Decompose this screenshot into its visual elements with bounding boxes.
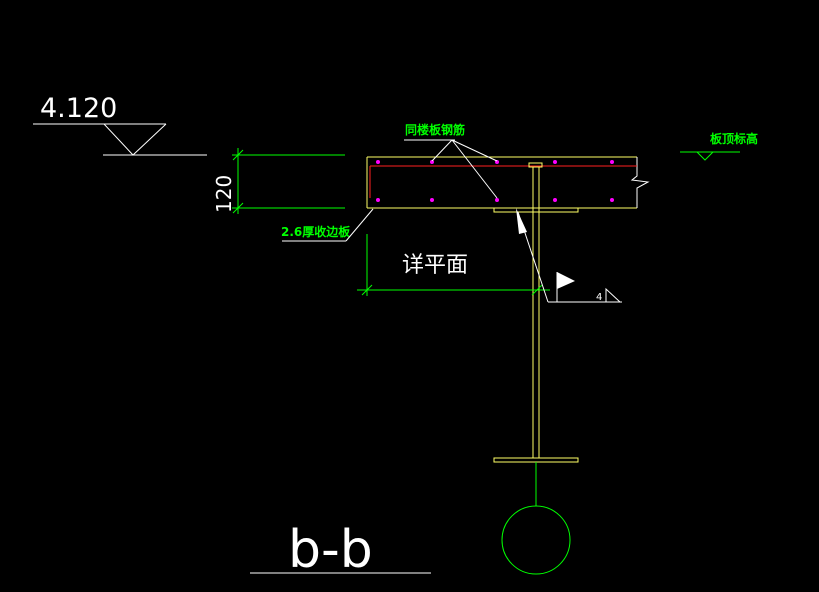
leader-line — [431, 139, 453, 162]
elevation-mark-left: 4.120 — [33, 93, 207, 156]
column-top-cap — [528, 162, 543, 168]
rebar-dot — [430, 198, 434, 202]
elevation-right-triangle-icon — [696, 151, 714, 161]
break-line-icon — [630, 157, 650, 208]
edge-plate-label: 2.6厚收边板 — [281, 224, 351, 239]
dim-tick-top — [232, 149, 244, 161]
column-base-plate — [493, 457, 579, 463]
fillet-weld-icon — [605, 287, 621, 303]
slab-top-elevation-label: 板顶标高 — [710, 131, 758, 146]
section-title: b-b — [288, 520, 373, 580]
see-plan-dimension: 详平面 — [357, 234, 550, 296]
dimension-value-text: 120 — [212, 175, 236, 213]
section-title-block: b-b — [250, 520, 431, 580]
steel-column — [493, 162, 579, 575]
axis-bubble — [501, 505, 571, 575]
elevation-mark-right: 板顶标高 — [680, 131, 758, 161]
rebar-dot — [553, 198, 557, 202]
slab-rebar-annotation: 同楼板钢筋 — [404, 122, 498, 199]
edge-plate-annotation: 2.6厚收边板 — [281, 208, 374, 242]
rebar-dot — [495, 198, 499, 202]
dim-tick-bottom — [232, 202, 244, 214]
weld-arrow-icon — [516, 208, 527, 234]
rebar-dot — [376, 198, 380, 202]
rebar-dot — [430, 160, 434, 164]
field-weld-flag-icon — [557, 272, 575, 289]
dim-tick-right — [531, 284, 543, 296]
edge-plate-leader — [345, 208, 374, 242]
dim-tick-left — [361, 284, 373, 296]
elevation-value-text: 4.120 — [40, 93, 117, 124]
rebar-dot — [376, 160, 380, 164]
leader-line — [451, 139, 498, 199]
weld-size-text: 4 — [596, 292, 602, 303]
thickness-dimension: 120 — [212, 148, 345, 214]
elevation-triangle-icon — [103, 123, 167, 156]
slab-section — [366, 156, 650, 209]
rebar-dots — [376, 160, 614, 202]
rebar-dot — [610, 198, 614, 202]
rebar-dot — [553, 160, 557, 164]
slab-rebar-label: 同楼板钢筋 — [405, 122, 465, 137]
leader-line — [451, 139, 498, 162]
see-plan-label: 详平面 — [402, 253, 468, 278]
column-top-plate — [493, 207, 579, 213]
rebar-dot — [610, 160, 614, 164]
weld-symbol: 4 — [516, 208, 622, 303]
